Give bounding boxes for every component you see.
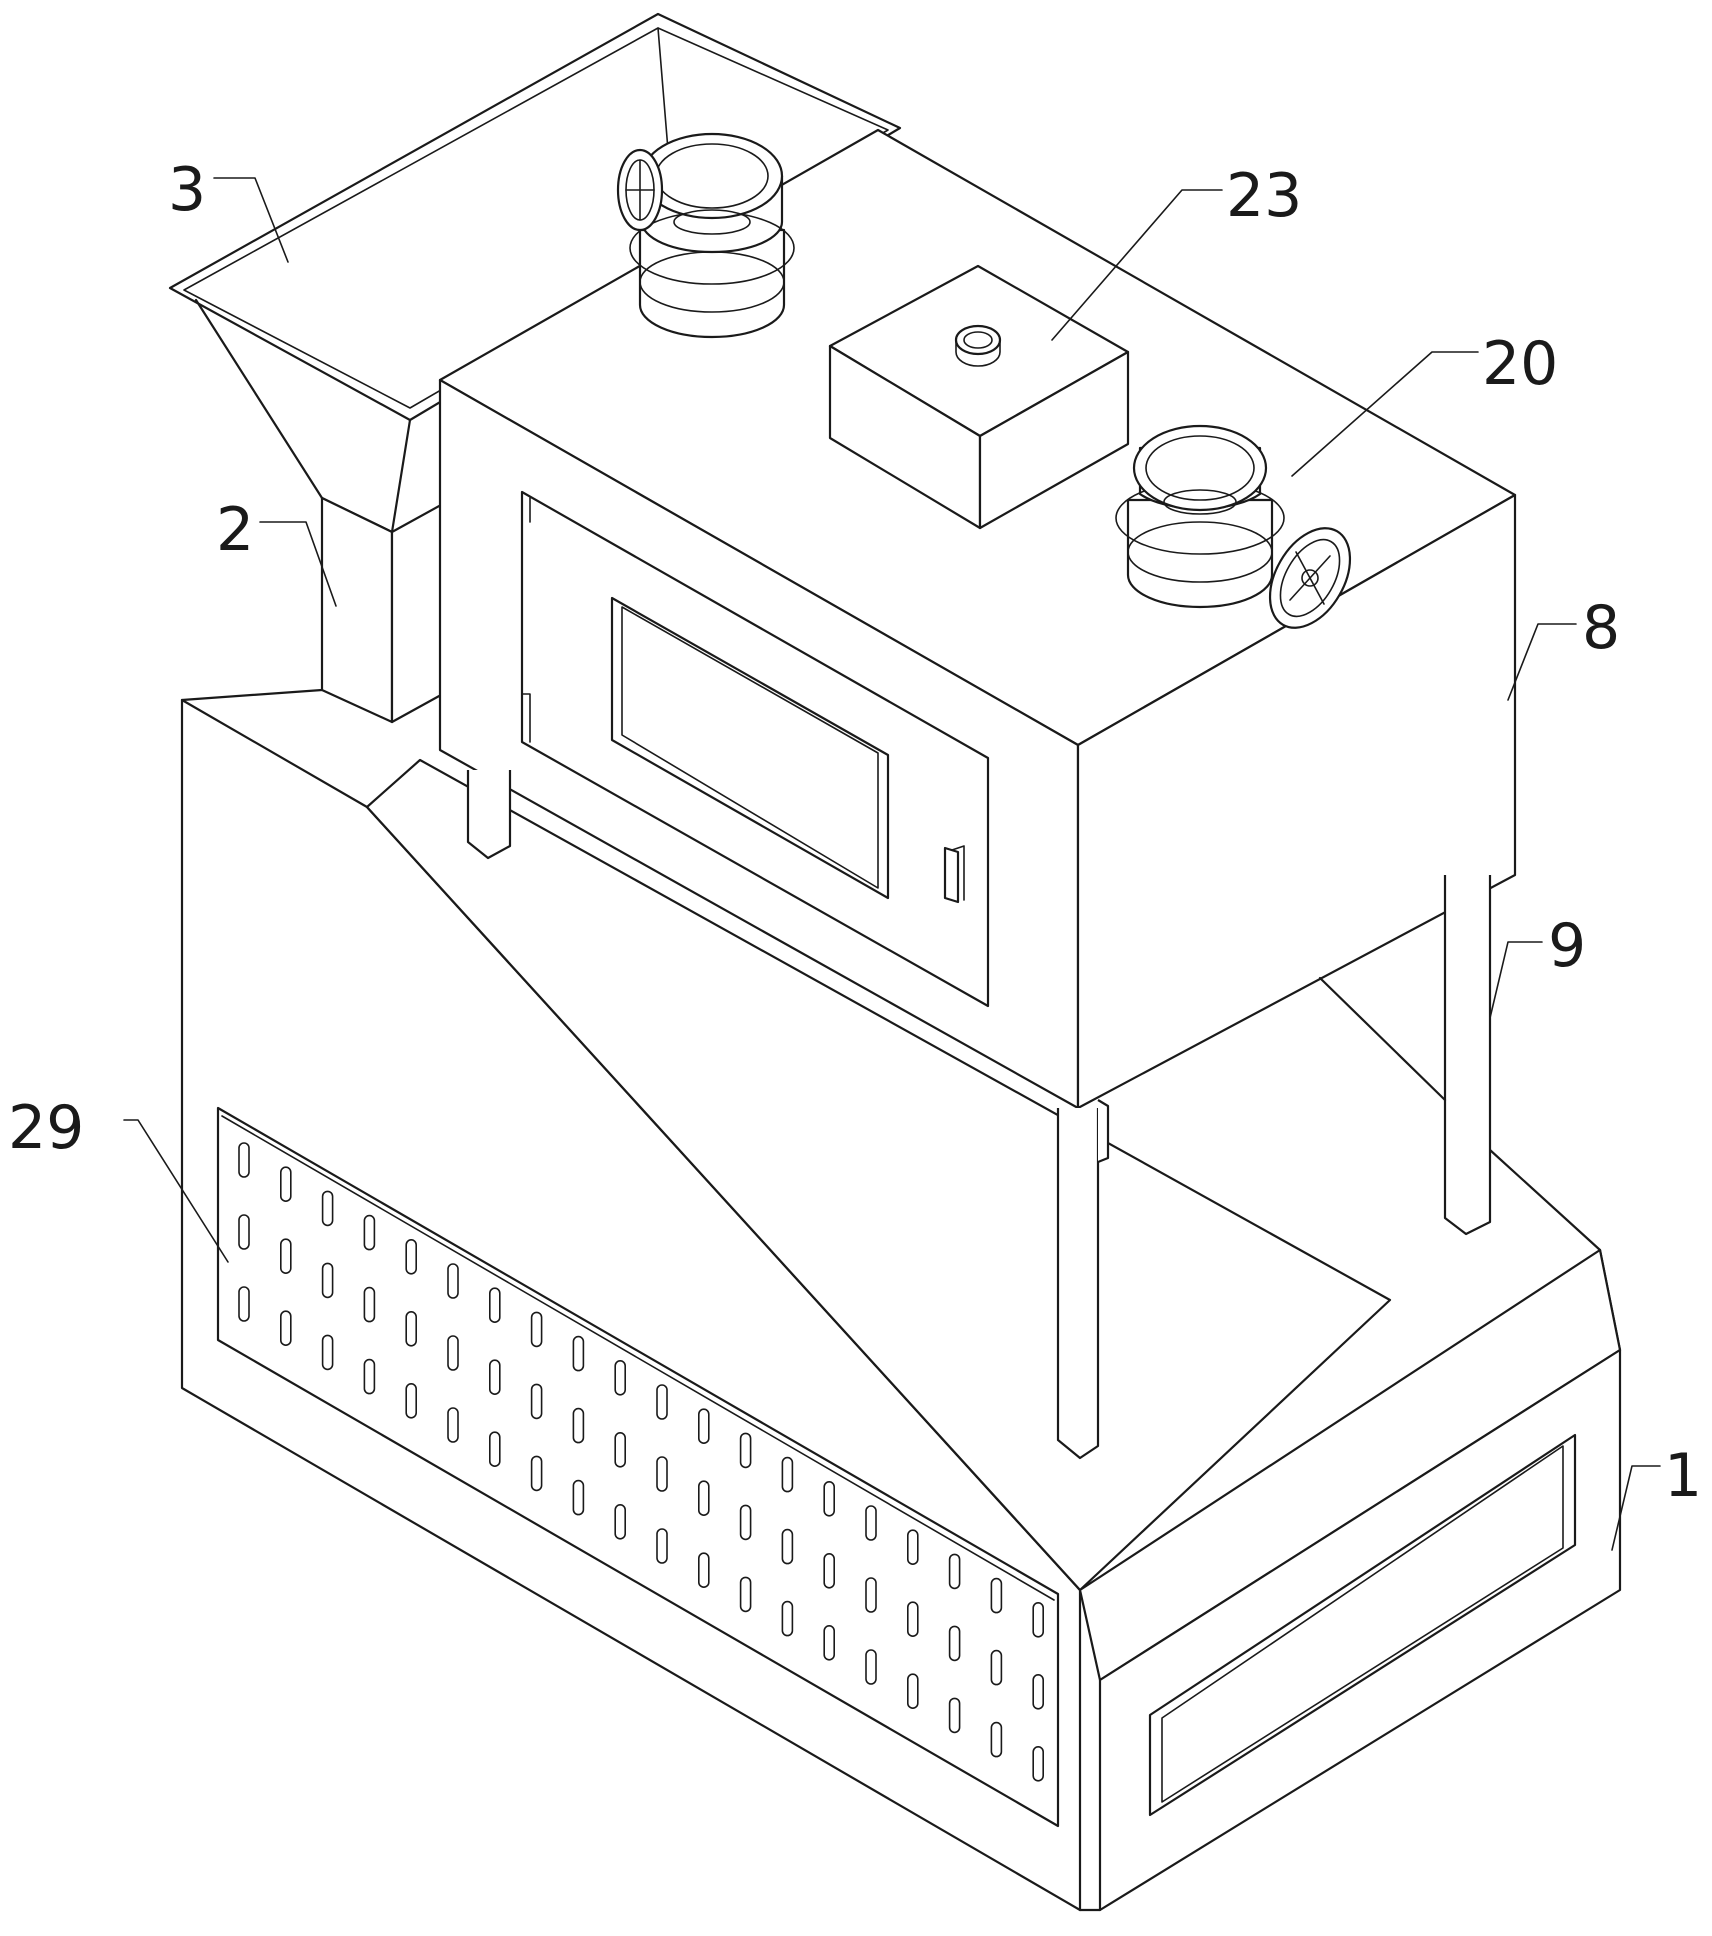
label-8: 8 xyxy=(1582,593,1620,663)
inlet-port-left xyxy=(618,134,794,337)
label-1: 1 xyxy=(1664,1441,1702,1511)
label-29: 29 xyxy=(8,1093,84,1163)
label-3: 3 xyxy=(168,155,206,225)
label-2: 2 xyxy=(216,495,254,565)
label-9: 9 xyxy=(1548,911,1586,981)
label-20: 20 xyxy=(1482,329,1558,399)
label-23: 23 xyxy=(1226,161,1302,231)
